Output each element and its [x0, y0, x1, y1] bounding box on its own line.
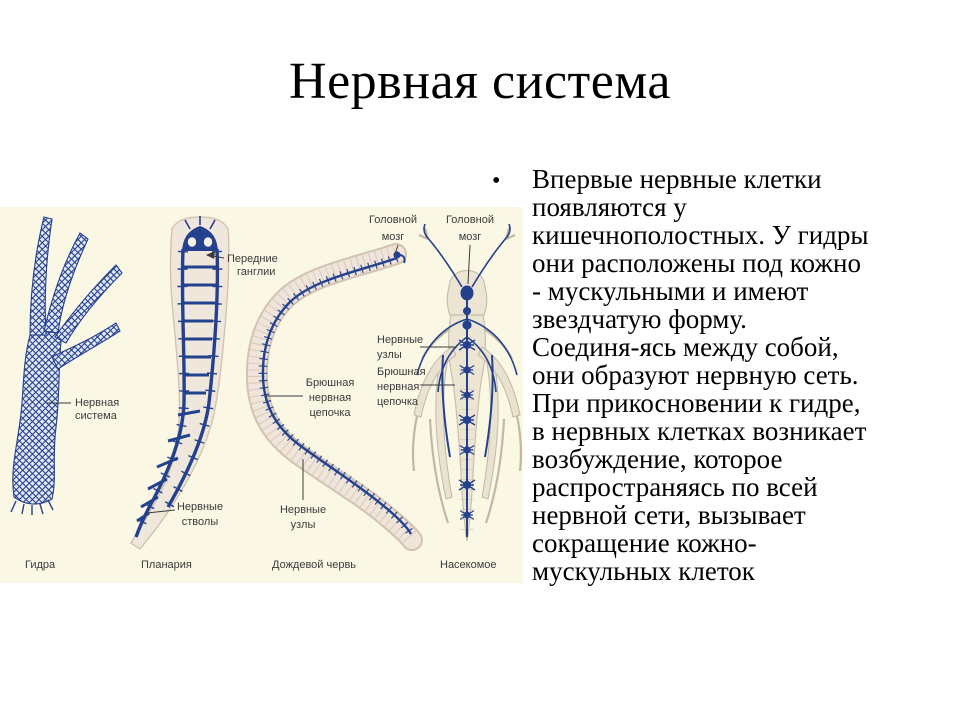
worm-nodes-label: Нервные узлы [280, 504, 326, 531]
bullet-text: Впервые нервные клетки появляются у кише… [532, 164, 869, 586]
nervous-system-figure: Нервная система Передние ганглии Головно… [0, 207, 523, 583]
insect-brain-label: Головной мозг [446, 214, 494, 243]
caption-planaria: Планария [141, 559, 192, 571]
bullet-block: • Впервые нервные клетки появляются у ки… [492, 165, 952, 585]
insect-nodes-label-line2: узлы [377, 349, 402, 361]
hydra-system-label-line2: система [75, 410, 118, 422]
worm-chain-label: Брюшная нервная цепочка [306, 377, 355, 419]
caption-hydra: Гидра [25, 559, 56, 571]
caption-worm: Дождевой червь [272, 559, 356, 571]
hydra-foot-fringe [10, 499, 54, 515]
planaria-trunks-leader-line [146, 509, 176, 514]
caption-insect: Насекомое [440, 559, 497, 571]
hydra-figure [10, 216, 123, 515]
planaria-trunks-label: Нервные стволы [177, 501, 223, 528]
earthworm-figure [245, 243, 423, 551]
insect-brain-label-line1: Головной [446, 214, 494, 226]
insect-brain-leader-line [467, 244, 471, 285]
worm-brain-label-line2: мозг [382, 231, 405, 243]
hydra-system-label-line1: Нервная [75, 397, 119, 409]
planaria-figure [130, 216, 230, 550]
planaria-trunks-label-line1: Нервные [177, 501, 223, 513]
insect-brain-blob [460, 285, 474, 301]
insect-brain-label-line2: мозг [459, 231, 482, 243]
worm-chain-label-line2: нервная [309, 392, 351, 404]
front-ganglia-label-line1: Передние [227, 253, 278, 265]
worm-chain-label-line1: Брюшная [306, 377, 355, 389]
worm-chain-label-line3: цепочка [309, 407, 351, 419]
insect-chain-label-line1: Брюшная [377, 366, 426, 378]
worm-brain-label-line1: Головной [369, 214, 417, 226]
nervous-system-diagram: Нервная система Передние ганглии Головно… [10, 214, 523, 571]
front-ganglia-label: Передние ганглии [227, 253, 278, 278]
worm-nodes-label-line2: узлы [291, 519, 316, 531]
insect-chain-label: Брюшная нервная цепочка [377, 366, 426, 408]
insect-nodes-label-line1: Нервные [377, 334, 423, 346]
bullet-icon: • [492, 168, 501, 194]
page-title: Нервная система [289, 53, 671, 110]
insect-chain-label-line2: нервная [377, 381, 419, 393]
insect-nodes-label: Нервные узлы [377, 334, 423, 361]
planaria-trunks-label-line2: стволы [182, 516, 219, 528]
front-ganglia-leader-line [206, 251, 225, 259]
front-ganglia-label-line2: ганглии [237, 266, 275, 278]
insect-figure [411, 223, 523, 542]
worm-brain-label: Головной мозг [369, 214, 417, 243]
worm-brain-leader-line [394, 244, 399, 255]
hydra-system-label: Нервная система [75, 397, 119, 422]
insect-chain-label-line3: цепочка [377, 396, 419, 408]
worm-nodes-label-line1: Нервные [280, 504, 326, 516]
